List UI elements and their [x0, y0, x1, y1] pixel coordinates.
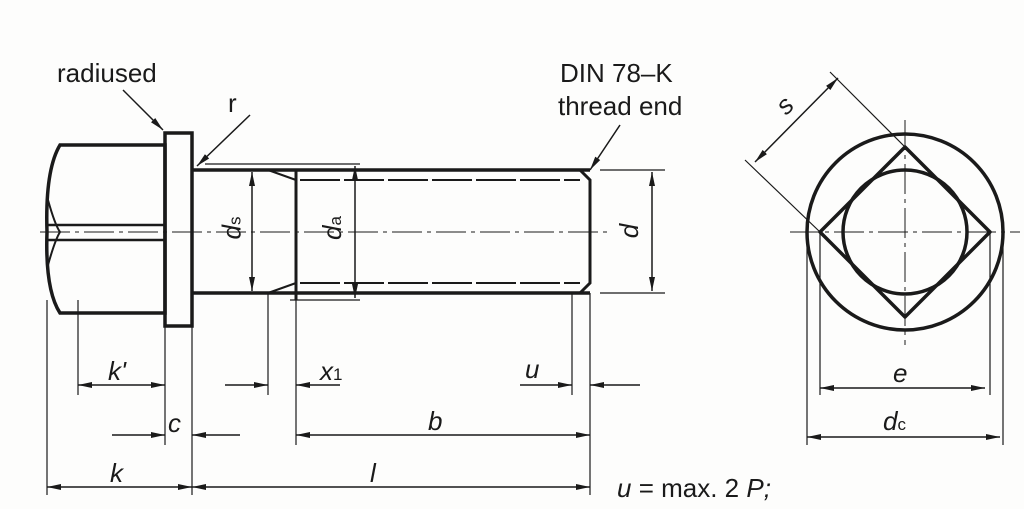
x1-label: x1: [320, 358, 342, 384]
d-label: d: [614, 223, 645, 239]
shank: [192, 168, 590, 295]
e-label: e: [893, 358, 908, 388]
ds-sub: s: [225, 216, 245, 226]
dc-label: dc: [883, 408, 906, 434]
formula-p: P;: [746, 473, 771, 503]
u-label: u: [525, 354, 540, 384]
k-prime-label: k': [108, 356, 126, 386]
radius-label: r: [228, 88, 237, 118]
ds-label: ds: [216, 216, 247, 240]
thread-run-out-formula: u = max. 2 P;: [617, 475, 771, 501]
thread-end-label: thread end: [558, 91, 683, 121]
da-text: d: [316, 225, 347, 240]
da-label: da: [316, 216, 347, 240]
thread-standard-label: DIN 78–K: [560, 58, 673, 88]
dc-text: d: [883, 406, 898, 436]
b-label: b: [428, 406, 443, 436]
k-label: k: [110, 458, 123, 488]
da-sub: a: [325, 216, 345, 226]
c-label: c: [168, 408, 181, 438]
l-label: l: [370, 458, 376, 488]
hex-head: [45, 143, 167, 315]
radiused-label: radiused: [57, 58, 157, 88]
dc-sub: c: [897, 415, 906, 434]
formula-var: u: [617, 473, 632, 503]
ds-text: d: [216, 225, 247, 240]
flange: [163, 131, 194, 328]
x1-sub: 1: [333, 365, 343, 384]
end-view: [744, 71, 1020, 445]
formula-text: = max. 2: [638, 473, 740, 503]
x1-text: x: [320, 356, 333, 386]
